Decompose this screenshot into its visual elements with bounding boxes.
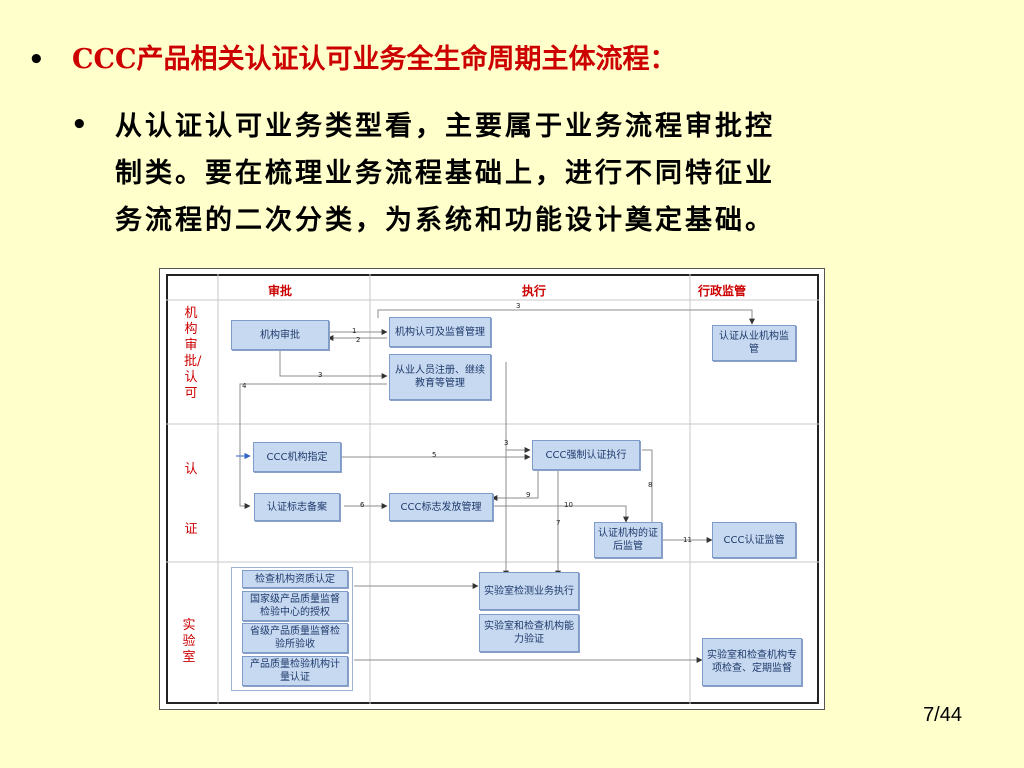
edge-label: 2 (356, 336, 361, 344)
edge-label: 7 (556, 519, 561, 527)
edge-label: 3 (318, 371, 323, 379)
edge-label: 10 (564, 501, 573, 509)
column-head-execution: 执行 (522, 284, 547, 298)
row-head-lab: 实验室 (182, 618, 196, 665)
node-institution-accreditation: 机构认可及监督管理 (389, 317, 491, 347)
edge-label: 8 (648, 481, 653, 489)
bullet-body-line-2: 制类。要在梳理业务流程基础上，进行不同特征业 (115, 158, 775, 189)
node-ccc-enforcement: CCC强制认证执行 (532, 440, 640, 470)
node-mark-issuance: CCC标志发放管理 (389, 493, 493, 521)
node-inspection-qualification: 检查机构资质认定 (242, 570, 348, 588)
node-institution-approval: 机构审批 (231, 320, 329, 350)
node-ccc-cert-supervision: CCC认证监管 (712, 522, 796, 558)
row-head-cert-1: 认 (184, 462, 198, 477)
grid-lines (166, 274, 819, 704)
bullet-dot: • (71, 110, 88, 140)
node-national-authorization: 国家级产品质量监督检验中心的授权 (242, 591, 348, 621)
row-head-institution: 机构审批/认可 (184, 306, 202, 401)
node-metrology-certification: 产品质量检验机构计量认证 (242, 656, 348, 686)
node-ccc-designation: CCC机构指定 (253, 442, 341, 472)
edge-label: 3 (504, 439, 509, 447)
bullet-title: • CCC产品相关认证认可业务全生命周期主体流程： (28, 38, 677, 82)
node-staff-registration: 从业人员注册、继续教育等管理 (389, 354, 491, 400)
edge-label: 4 (242, 382, 247, 390)
node-special-inspection: 实验室和检查机构专项检查、定期监督 (702, 638, 802, 686)
node-proficiency-testing: 实验室和检查机构能力验证 (479, 614, 579, 652)
column-head-admin-supervision: 行政监管 (698, 284, 747, 298)
bullet-dot: • (28, 45, 45, 75)
diagram-lines (166, 274, 819, 704)
node-mark-filing: 认证标志备案 (254, 493, 340, 521)
edge-label: 11 (683, 536, 692, 544)
node-cert-agency-supervision: 认证从业机构监管 (712, 325, 796, 361)
edges (239, 309, 755, 663)
edge-label: 9 (526, 491, 531, 499)
node-provincial-acceptance: 省级产品质量监督检验所验收 (242, 623, 348, 653)
bullet-body-line-3: 务流程的二次分类，为系统和功能设计奠定基础。 (115, 205, 775, 236)
bullet-body: • 从认证认可业务类型看，主要属于业务流程审批控 制类。要在梳理业务流程基础上，… (71, 103, 1015, 244)
column-head-approval: 审批 (268, 284, 293, 298)
page-number: 7/44 (923, 704, 962, 726)
edge-label: 1 (352, 327, 357, 335)
node-lab-testing: 实验室检测业务执行 (479, 572, 579, 610)
edge-label: 5 (432, 451, 437, 459)
bullet-body-line-1: 从认证认可业务类型看，主要属于业务流程审批控 (115, 111, 775, 142)
row-head-cert-2: 证 (184, 522, 198, 537)
edge-label: 3 (516, 302, 521, 310)
bullet-title-text: CCC产品相关认证认可业务全生命周期主体流程： (72, 44, 677, 75)
node-post-cert-supervision: 认证机构的证后监管 (594, 522, 662, 558)
edge-label: 6 (360, 501, 365, 509)
